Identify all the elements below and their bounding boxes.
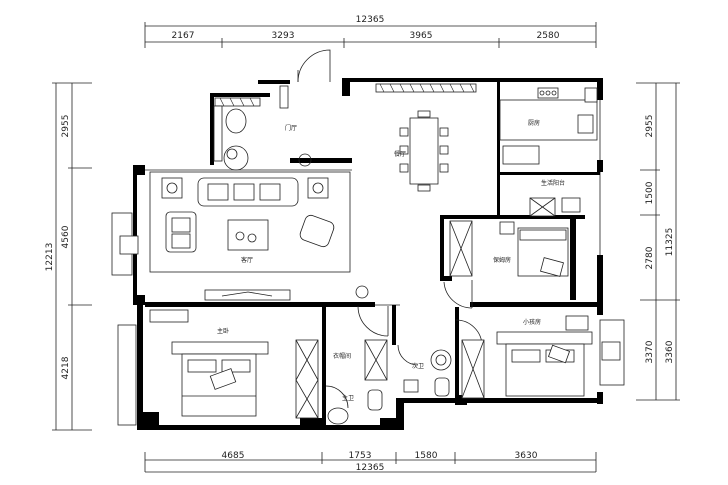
right-dimensions: 2955 1500 2780 3370 11325 3360 <box>636 82 680 401</box>
top-total-dimension: 12365 <box>356 15 385 25</box>
room-labels: 门厅 餐厅 厨房 生活阳台 客厅 保姆房 主卧 衣帽间 主卫 次卫 小孩房 <box>217 119 565 402</box>
top-dimension-1: 2167 <box>172 31 195 41</box>
left-dimension-3: 4218 <box>61 356 71 379</box>
bottom-dimension-3: 1580 <box>415 451 438 461</box>
bottom-total-dimension: 12365 <box>356 463 385 473</box>
bottom-dimension-2: 1753 <box>349 451 372 461</box>
bottom-dimension-1: 4685 <box>222 451 245 461</box>
room-label-foyer: 门厅 <box>285 124 297 132</box>
room-label-living: 客厅 <box>241 256 253 264</box>
walls <box>133 78 603 430</box>
room-label-guest-bath: 次卫 <box>412 362 424 370</box>
coffee-table <box>227 219 269 251</box>
bottom-dimensions: 4685 1753 1580 3630 12365 <box>144 451 597 473</box>
furniture <box>119 87 621 425</box>
room-label-master-bedroom: 主卧 <box>217 327 229 335</box>
left-total-dimension: 12213 <box>45 243 55 272</box>
right-dimension-4: 3370 <box>645 340 655 363</box>
dining-table <box>409 117 439 185</box>
right-dimension-1: 2955 <box>645 115 655 138</box>
room-label-kitchen: 厨房 <box>528 119 540 127</box>
right-outer-dimension-1: 11325 <box>665 228 675 257</box>
top-dimension-3: 3965 <box>410 31 433 41</box>
room-label-small-bedroom: 小孩房 <box>523 318 541 326</box>
room-label-utility-balcony: 生活阳台 <box>541 179 565 187</box>
top-dimension-4: 2580 <box>537 31 560 41</box>
top-dimensions: 12365 2167 3293 3965 2580 <box>144 15 597 48</box>
left-dimension-2: 4560 <box>61 225 71 248</box>
room-label-dining: 餐厅 <box>394 150 406 158</box>
top-dimension-2: 3293 <box>272 31 295 41</box>
bottom-dimension-4: 3630 <box>515 451 538 461</box>
room-label-walk-in-closet: 衣帽间 <box>333 352 351 360</box>
room-label-guest-room: 保姆房 <box>493 256 511 264</box>
room-label-master-bath: 主卫 <box>342 394 354 402</box>
right-outer-dimension-2: 3360 <box>665 340 675 363</box>
left-dimensions: 12213 2955 4560 4218 <box>45 82 92 431</box>
right-dimension-2: 1500 <box>645 181 655 204</box>
left-dimension-1: 2955 <box>61 115 71 138</box>
right-dimension-3: 2780 <box>645 246 655 269</box>
